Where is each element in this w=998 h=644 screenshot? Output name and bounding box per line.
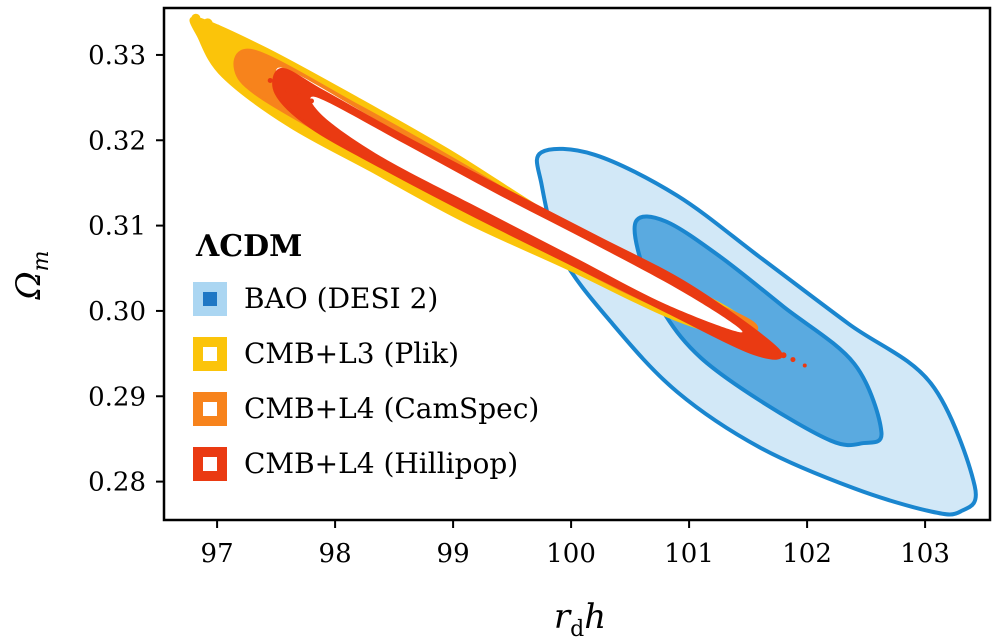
legend-entry: CMB+L3 (Plik) xyxy=(193,337,459,371)
legend-label: CMB+L4 (Hillipop) xyxy=(244,447,518,480)
contour-tail-dot xyxy=(202,18,213,29)
legend-entry: BAO (DESI 2) xyxy=(193,282,438,316)
legend-label: CMB+L3 (Plik) xyxy=(244,337,459,370)
x-axis-title: rdh xyxy=(554,597,606,642)
legend-swatch-inner xyxy=(203,402,217,416)
contour-tail-dot xyxy=(191,13,201,23)
contour-tail-dot xyxy=(297,93,303,99)
legend-entry: CMB+L4 (Hillipop) xyxy=(193,447,518,481)
contour-tail-dot xyxy=(267,78,273,84)
contour-tail-dot xyxy=(309,98,314,104)
contour-tail-dot xyxy=(802,363,807,368)
y-axis-title: Ωm xyxy=(9,250,54,300)
legend: ΛCDM BAO (DESI 2) CMB+L3 (Plik) CMB+L4 (Ca… xyxy=(193,229,539,481)
legend-label: BAO (DESI 2) xyxy=(244,282,438,315)
tick-layer: 97 98 99 100 101 102 103 0.28 0.29 0.30 0.31 0.32 0.… xyxy=(88,41,950,569)
x-tick-label: 98 xyxy=(319,539,352,569)
axis-titles: rdh Ωm xyxy=(9,250,606,642)
contour-68-cmb-l4-hillipop xyxy=(310,96,743,333)
legend-entries: BAO (DESI 2) CMB+L3 (Plik) CMB+L4 (CamSpec… xyxy=(193,282,539,481)
x-tick-label: 101 xyxy=(664,539,714,569)
y-tick-label: 0.32 xyxy=(88,126,146,156)
contour-tail-dot xyxy=(790,357,796,363)
contour-tail-dot xyxy=(213,24,222,33)
contour-tail-dot xyxy=(285,88,291,94)
y-tick-label: 0.33 xyxy=(88,41,146,71)
plot-frame xyxy=(162,6,992,522)
contour-tail-dot xyxy=(225,32,232,39)
x-tick-label: 102 xyxy=(782,539,832,569)
legend-swatch-inner xyxy=(203,457,217,471)
legend-title: ΛCDM xyxy=(195,229,302,264)
legend-swatch-inner xyxy=(203,347,217,361)
legend-label: CMB+L4 (CamSpec) xyxy=(244,392,539,425)
x-tick-label: 103 xyxy=(900,539,950,569)
x-tick-label: 97 xyxy=(201,539,234,569)
y-tick-label: 0.28 xyxy=(88,468,146,498)
y-tick-label: 0.29 xyxy=(88,382,146,412)
legend-swatch-inner xyxy=(203,292,217,306)
x-tick-label: 99 xyxy=(437,539,470,569)
legend-entry: CMB+L4 (CamSpec) xyxy=(193,392,539,426)
y-tick-label: 0.30 xyxy=(88,297,146,327)
y-tick-label: 0.31 xyxy=(88,212,146,242)
contour-tail-dot xyxy=(770,347,778,355)
contour-tail-dot xyxy=(780,352,787,359)
contour-layer xyxy=(189,13,978,517)
x-tick-label: 100 xyxy=(546,539,596,569)
